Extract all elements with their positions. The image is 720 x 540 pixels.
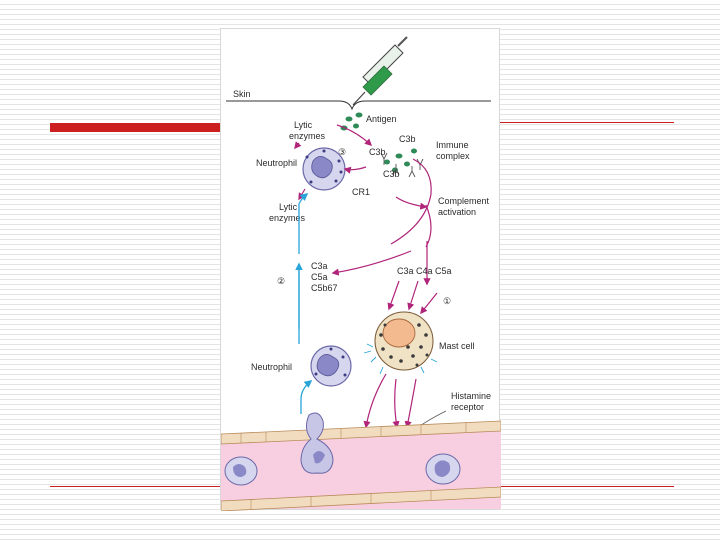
label-step-3: ③ bbox=[338, 147, 346, 157]
label-neutrophil-top: Neutrophil bbox=[256, 158, 297, 168]
blood-vessel bbox=[221, 412, 501, 511]
label-complement-2: activation bbox=[438, 207, 476, 217]
label-mast-cell: Mast cell bbox=[439, 341, 475, 351]
label-histamine-1: Histamine bbox=[451, 391, 491, 401]
immune-response-figure: Skin Antigen Lytic enzymes ③ C3b C3b C3b… bbox=[220, 28, 501, 511]
red-rule-bottom-right bbox=[498, 486, 674, 487]
label-immune-complex-1: Immune bbox=[436, 140, 469, 150]
label-complement-1: Complement bbox=[438, 196, 490, 206]
neutrophil-bottom-cell bbox=[310, 345, 352, 387]
label-lytic-mid-2: enzymes bbox=[269, 213, 306, 223]
label-antigen: Antigen bbox=[366, 114, 397, 124]
immune-response-diagram: Skin Antigen Lytic enzymes ③ C3b C3b C3b… bbox=[221, 36, 501, 511]
neutrophil-top-cell bbox=[302, 147, 346, 191]
label-skin: Skin bbox=[233, 89, 251, 99]
label-c3a: C3a bbox=[311, 261, 328, 271]
label-neutrophil-bottom: Neutrophil bbox=[251, 362, 292, 372]
label-step-2: ② bbox=[277, 276, 285, 286]
label-cr1: CR1 bbox=[352, 187, 370, 197]
label-lytic-top-2: enzymes bbox=[289, 131, 326, 141]
label-c3a-c4a-c5a: C3a C4a C5a bbox=[397, 266, 452, 276]
histamine-arrows bbox=[363, 373, 417, 429]
red-rule-bottom-left bbox=[50, 486, 222, 487]
anaphylatoxin-arrows bbox=[387, 280, 438, 315]
syringe-icon bbox=[352, 36, 408, 106]
label-c3b-b: C3b bbox=[369, 147, 386, 157]
chemotaxis-arrows bbox=[295, 193, 313, 414]
complement-arrows-top bbox=[294, 124, 432, 286]
label-c3b-c: C3b bbox=[383, 169, 400, 179]
label-c5a: C5a bbox=[311, 272, 328, 282]
red-rule-top bbox=[498, 122, 674, 123]
antigen-particles bbox=[340, 112, 417, 173]
label-c5b67: C5b67 bbox=[311, 283, 338, 293]
label-histamine-2: receptor bbox=[451, 402, 484, 412]
mast-cell bbox=[363, 311, 438, 375]
label-c3b-a: C3b bbox=[399, 134, 416, 144]
immune-complex-antibodies bbox=[380, 152, 424, 178]
skin-surface bbox=[226, 100, 491, 111]
red-accent-bar bbox=[50, 123, 225, 132]
label-step-1: ① bbox=[443, 296, 451, 306]
label-immune-complex-2: complex bbox=[436, 151, 470, 161]
label-lytic-top-1: Lytic bbox=[294, 120, 313, 130]
label-lytic-mid-1: Lytic bbox=[279, 202, 298, 212]
